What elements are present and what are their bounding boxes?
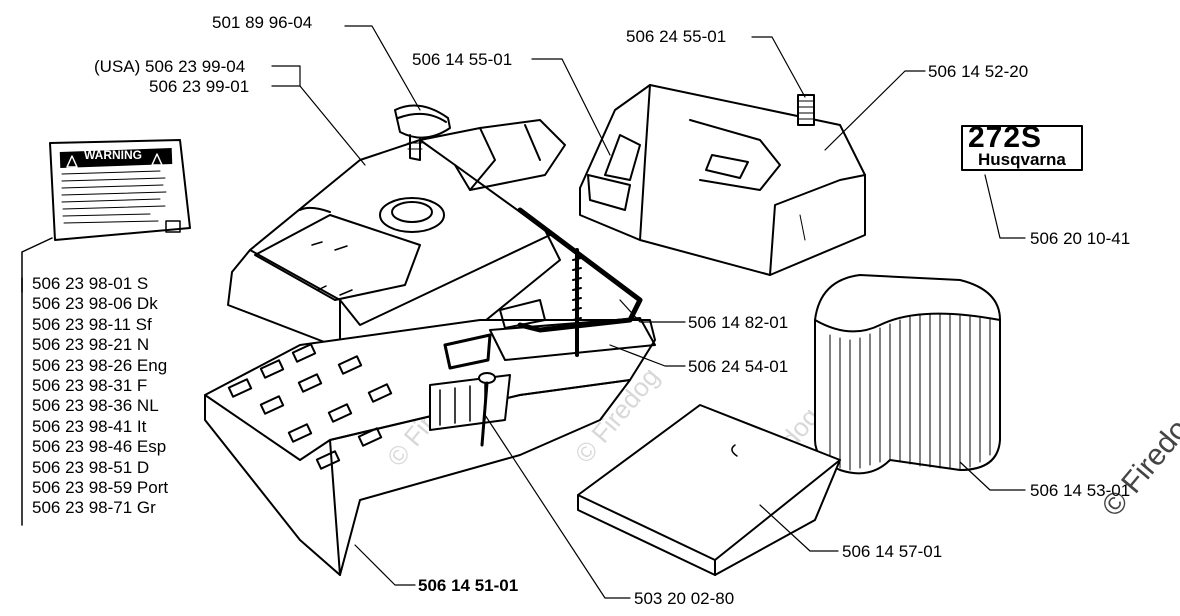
air-filter — [814, 274, 1001, 475]
part-label: 501 89 96-04 — [212, 13, 313, 32]
decal-list-item: 506 23 98-71 Gr — [32, 498, 156, 518]
part-label: 506 14 53-01 — [1030, 481, 1131, 500]
small-screw — [429, 372, 511, 447]
part-label: 506 14 57-01 — [842, 542, 943, 561]
filter-cover — [579, 84, 866, 276]
decal-list-item: 506 23 98-26 Eng — [32, 355, 168, 375]
brand-badge-text: Husqvarna — [978, 150, 1066, 169]
part-label: 506 20 10-41 — [1030, 229, 1131, 248]
decal-list-item: 506 23 98-36 NL — [32, 396, 159, 416]
part-label: 506 14 55-01 — [412, 50, 513, 69]
decal-list-item: 506 23 98-11 Sf — [32, 314, 152, 334]
knob — [394, 104, 451, 161]
decal-list-item: 506 23 98-06 Dk — [32, 294, 158, 314]
gasket — [517, 207, 643, 333]
decal-list-item: 506 23 98-41 It — [32, 416, 147, 436]
plug — [797, 94, 815, 126]
long-screw — [572, 248, 582, 357]
part-label: 506 23 99-01 — [149, 77, 250, 96]
decal-list-item: 506 23 98-21 N — [32, 335, 150, 355]
part-label: 506 14 82-01 — [688, 313, 789, 332]
decal-list-item: 506 23 98-59 Port — [32, 478, 169, 497]
part-label: 506 24 54-01 — [688, 357, 789, 376]
warning-decal — [49, 139, 191, 241]
part-label: 506 14 52-20 — [928, 62, 1029, 81]
part-label: 506 14 51-01 — [418, 576, 519, 595]
decal-list-item: 506 23 98-46 Esp — [32, 437, 167, 457]
filter-pad — [577, 404, 841, 576]
model-badge — [961, 125, 1083, 171]
model-badge-text: 272S — [968, 121, 1043, 154]
top-cover — [227, 119, 566, 371]
warning-label-text: WARNING — [84, 148, 142, 162]
part-label: 503 20 02-80 — [634, 589, 735, 608]
decal-list-item: 506 23 98-51 D — [32, 457, 150, 477]
part-label: 506 24 55-01 — [626, 27, 727, 46]
base-box — [204, 299, 656, 576]
decal-list-item: 506 23 98-31 F — [32, 376, 148, 395]
decal-list-item: 506 23 98-01 S — [32, 274, 149, 293]
part-label: (USA) 506 23 99-04 — [94, 57, 246, 76]
